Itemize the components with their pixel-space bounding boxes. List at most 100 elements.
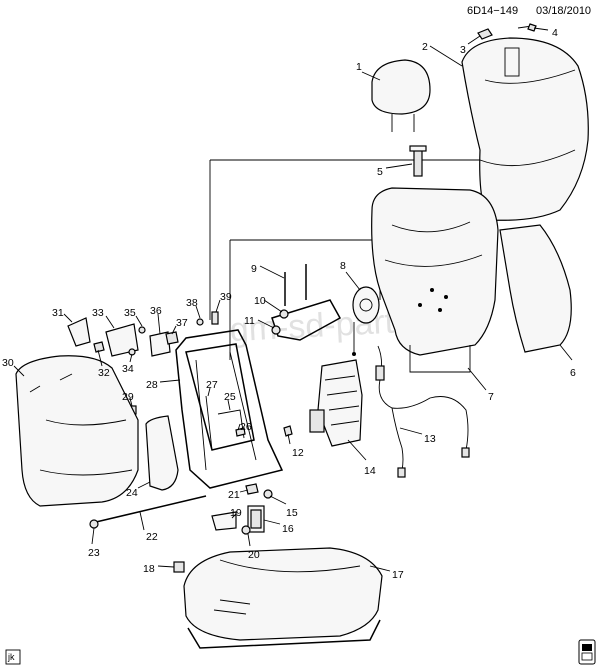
callout-leader-26 [237,423,241,431]
part-12-fastener [283,425,293,437]
doc-date: 03/18/2010 [536,5,591,17]
callout-leader-19 [231,513,237,519]
callout-number-39: 39 [220,291,232,303]
callout-29: 29 [122,391,134,407]
callout-11: 11 [244,315,275,329]
footer-code: jk [7,652,15,662]
callout-leader-32 [97,349,103,367]
callout-number-12: 12 [292,447,304,459]
callout-number-13: 13 [424,433,436,445]
callout-leader-25 [227,399,231,411]
callout-number-15: 15 [286,507,298,519]
callout-leader-1 [361,71,381,81]
callout-37: 37 [171,317,188,335]
callout-number-30: 30 [2,357,14,369]
callout-14: 14 [347,439,376,477]
part-1-headrest [371,59,431,132]
callout-leader-11 [257,319,275,329]
callout-leader-37 [171,325,177,335]
part-31-trim [67,317,91,347]
callout-leader-17 [369,565,391,572]
callout-number-17: 17 [392,569,404,581]
callout-31: 31 [52,307,73,323]
part-32-trim [93,341,105,353]
callout-leader-10 [263,299,283,313]
callout-leader-2 [429,45,463,67]
callout-16: 16 [263,519,294,535]
part-18-bolt [173,561,185,573]
callout-number-19: 19 [230,507,242,519]
callout-number-33: 33 [92,307,104,319]
callout-number-26: 26 [240,421,252,433]
callout-leader-33 [105,315,115,329]
part-19-bracket [211,511,237,531]
part-27-cable [205,395,213,451]
callout-17: 17 [369,565,404,581]
callout-25: 25 [224,391,236,411]
callout-leader-5 [385,163,413,169]
callout-leader-29 [129,397,133,407]
callout-number-28: 28 [146,379,158,391]
callout-13: 13 [399,427,436,445]
part-5-headrest-guide [409,145,427,177]
callout-33: 33 [92,307,115,329]
corner-logo-icon [578,639,596,665]
callout-leader-16 [263,519,281,525]
part-23-bushing [89,519,99,529]
callout-number-14: 14 [364,465,376,477]
callout-6: 6 [559,344,576,379]
callout-number-25: 25 [224,391,236,403]
callout-number-9: 9 [251,263,257,275]
callout-number-10: 10 [254,295,266,307]
callout-27: 27 [206,379,218,397]
callout-leader-21 [239,489,249,493]
callout-number-31: 31 [52,307,64,319]
callout-number-2: 2 [422,41,428,53]
callout-number-5: 5 [377,166,383,178]
part-3-clip [477,28,493,40]
callout-number-7: 7 [488,391,494,403]
callout-number-35: 35 [124,307,136,319]
callout-leader-14 [347,439,367,461]
callout-leader-27 [207,387,211,397]
callout-number-23: 23 [88,547,100,559]
callout-number-38: 38 [186,297,198,309]
callout-leader-38 [195,305,201,319]
callout-34: 34 [122,353,134,375]
callout-number-20: 20 [248,549,260,561]
part-7-seatback-cushion [371,187,499,373]
callout-number-3: 3 [460,44,466,56]
callout-number-36: 36 [150,305,162,317]
part-30-rear-panel [15,355,139,507]
callout-leader-23 [91,527,95,545]
callout-leader-3 [467,35,481,45]
callout-number-6: 6 [570,367,576,379]
callout-1: 1 [356,61,381,81]
callout-38: 38 [186,297,201,319]
part-39-guide [211,311,219,325]
callout-9: 9 [251,263,285,279]
callout-2: 2 [422,41,463,67]
callout-8: 8 [340,260,361,291]
callout-7: 7 [467,367,494,403]
callout-20: 20 [247,533,260,561]
part-35-screw [138,326,146,334]
callout-23: 23 [88,527,100,559]
callout-leader-24 [137,481,151,489]
callout-number-1: 1 [356,61,362,73]
callout-15: 15 [269,495,298,519]
callout-leader-6 [559,344,573,361]
callout-12: 12 [287,433,304,459]
part-16-recliner-motor [247,505,265,533]
callout-22: 22 [139,511,158,543]
callout-leader-34 [129,353,133,363]
callout-28: 28 [146,379,181,391]
callout-leader-13 [399,427,423,435]
callout-number-34: 34 [122,363,134,375]
callout-number-22: 22 [146,531,158,543]
callout-19: 19 [230,507,242,519]
callout-number-37: 37 [176,317,188,329]
part-33-panel [105,323,139,357]
callout-leader-20 [247,533,251,547]
